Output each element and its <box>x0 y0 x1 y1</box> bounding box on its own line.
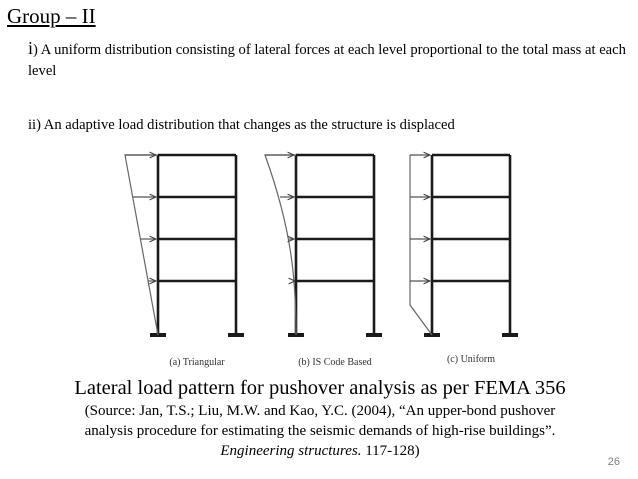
page-number: 26 <box>607 456 620 468</box>
load-pattern-figure: .col { stroke: #1a1a1a; stroke-width: 2.… <box>124 140 518 368</box>
distribution-item-1: i) A uniform distribution consisting of … <box>28 38 634 82</box>
slide-heading: Group – II <box>7 4 96 28</box>
frame-label-is-code-based: (b) IS Code Based <box>298 357 372 368</box>
caption-source-suffix: 117-128) <box>361 443 420 459</box>
frame-triangular: (a) Triangular <box>124 155 244 368</box>
caption-source: (Source: Jan, T.S.; Liu, M.W. and Kao, Y… <box>60 401 580 461</box>
caption-title: Lateral load pattern for pushover analys… <box>74 377 566 399</box>
frame-uniform: (c) Uniform <box>409 155 518 365</box>
figure-caption: Lateral load pattern for pushover analys… <box>60 375 580 461</box>
item-1-marker: i <box>28 38 34 58</box>
caption-source-journal: Engineering structures. <box>220 443 362 459</box>
caption-source-prefix: (Source: Jan, T.S.; Liu, M.W. and Kao, Y… <box>84 403 556 439</box>
frame-label-triangular: (a) Triangular <box>169 357 225 368</box>
frame-label-uniform: (c) Uniform <box>447 354 495 365</box>
distribution-item-2: ii) An adaptive load distribution that c… <box>28 117 455 133</box>
item-1-text: ) A uniform distribution consisting of l… <box>28 42 626 79</box>
frame-is-code-based: (b) IS Code Based <box>264 155 382 368</box>
